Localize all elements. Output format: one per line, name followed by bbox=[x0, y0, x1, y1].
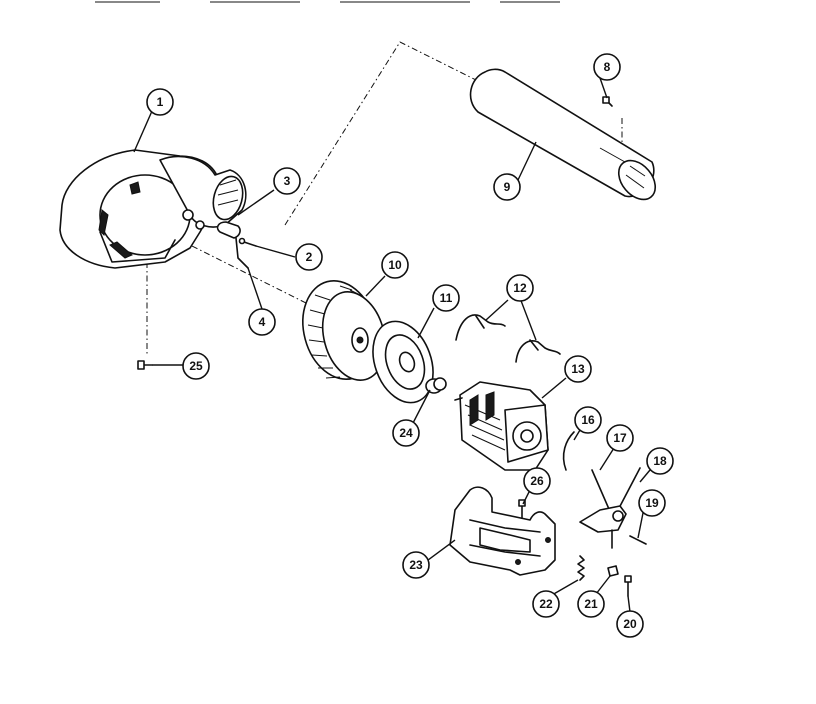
callout-23: 23 bbox=[402, 551, 430, 579]
callout-17: 17 bbox=[606, 424, 634, 452]
svg-text:18: 18 bbox=[653, 454, 667, 468]
svg-text:21: 21 bbox=[584, 597, 598, 611]
callout-18: 18 bbox=[646, 447, 674, 475]
pin-19 bbox=[629, 535, 647, 545]
callout-24: 24 bbox=[392, 419, 420, 447]
callout-12: 12 bbox=[506, 274, 534, 302]
bearing-24 bbox=[425, 377, 447, 394]
duct-clip bbox=[216, 221, 241, 239]
callout-16: 16 bbox=[574, 406, 602, 434]
svg-text:24: 24 bbox=[399, 426, 413, 440]
svg-text:12: 12 bbox=[513, 281, 527, 295]
svg-text:13: 13 bbox=[571, 362, 585, 376]
svg-text:22: 22 bbox=[539, 597, 553, 611]
svg-text:2: 2 bbox=[306, 250, 313, 264]
callout-4: 4 bbox=[248, 308, 276, 336]
alignment-lines bbox=[146, 41, 623, 355]
screw-2 bbox=[238, 237, 257, 247]
callout-3: 3 bbox=[273, 167, 301, 195]
blower-wheel bbox=[302, 280, 387, 381]
callout-8: 8 bbox=[593, 53, 621, 81]
screw-8 bbox=[602, 96, 613, 107]
callout-19: 19 bbox=[638, 489, 666, 517]
screw-20 bbox=[624, 575, 632, 597]
callout-1: 1 bbox=[146, 88, 174, 116]
exhaust-duct bbox=[469, 68, 657, 201]
svg-text:20: 20 bbox=[623, 617, 637, 631]
svg-text:8: 8 bbox=[604, 60, 611, 74]
svg-text:19: 19 bbox=[645, 496, 659, 510]
wire-16 bbox=[562, 431, 575, 471]
svg-text:25: 25 bbox=[189, 359, 203, 373]
bracket-4 bbox=[235, 237, 249, 269]
svg-text:23: 23 bbox=[409, 558, 423, 572]
svg-text:16: 16 bbox=[581, 413, 595, 427]
callout-25: 25 bbox=[182, 352, 210, 380]
motor-mount bbox=[449, 486, 556, 576]
screw-25 bbox=[137, 360, 153, 370]
svg-text:11: 11 bbox=[440, 291, 453, 305]
pulley-disc bbox=[372, 320, 434, 404]
callout-13: 13 bbox=[564, 355, 592, 383]
svg-text:10: 10 bbox=[388, 258, 402, 272]
motor-clamps bbox=[455, 314, 561, 363]
callout-11: 11 bbox=[432, 284, 460, 312]
callout-21: 21 bbox=[577, 590, 605, 618]
callout-2: 2 bbox=[295, 243, 323, 271]
svg-text:17: 17 bbox=[613, 431, 627, 445]
callout-26: 26 bbox=[523, 467, 551, 495]
svg-text:1: 1 bbox=[157, 95, 164, 109]
callout-9: 9 bbox=[493, 173, 521, 201]
callout-20: 20 bbox=[616, 610, 644, 638]
svg-text:4: 4 bbox=[259, 315, 266, 329]
spring-22 bbox=[577, 555, 585, 581]
callout-10: 10 bbox=[381, 251, 409, 279]
blower-housing bbox=[59, 149, 247, 269]
svg-text:3: 3 bbox=[284, 174, 291, 188]
callout-22: 22 bbox=[532, 590, 560, 618]
nut-21 bbox=[607, 565, 619, 577]
drive-motor bbox=[454, 381, 549, 471]
svg-text:26: 26 bbox=[530, 474, 544, 488]
switch-arm-assembly bbox=[579, 467, 641, 549]
svg-text:9: 9 bbox=[504, 180, 511, 194]
